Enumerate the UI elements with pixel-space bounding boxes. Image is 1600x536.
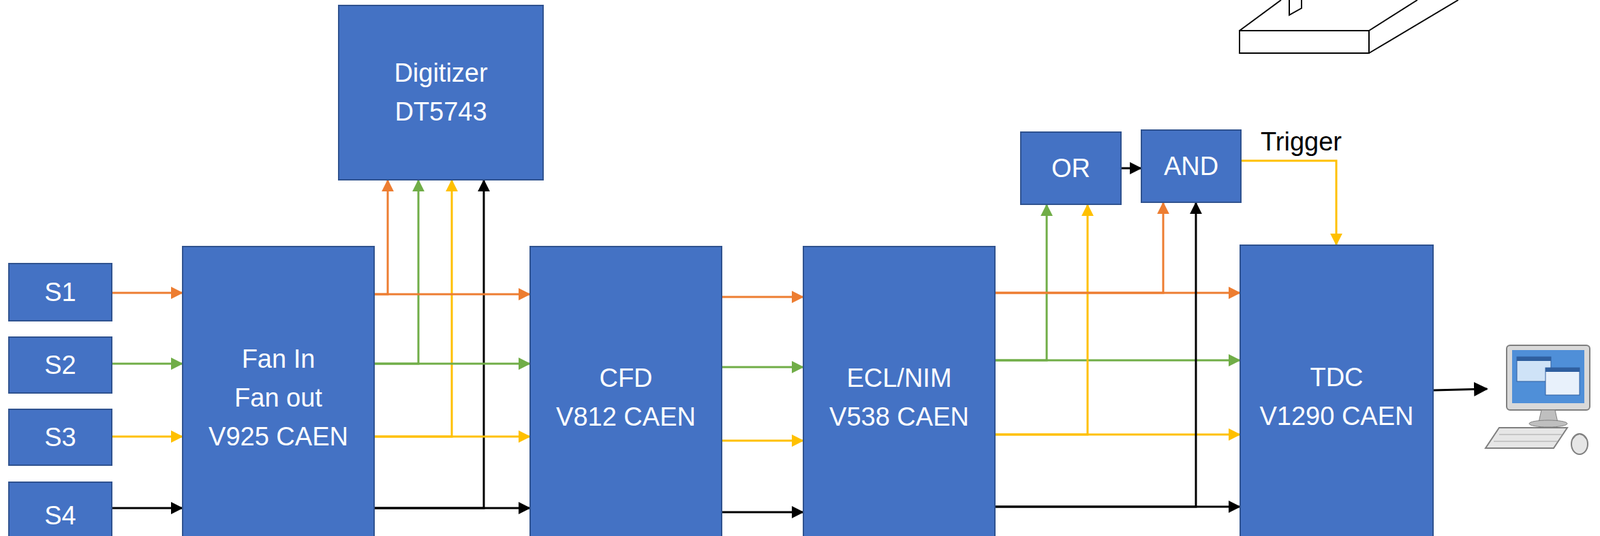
model-label: V925 CAEN bbox=[208, 417, 349, 457]
box-title: AND bbox=[1163, 147, 1219, 187]
signal-line bbox=[722, 440, 803, 443]
converter-module: ECL/NIMV538 CAEN bbox=[802, 245, 996, 536]
box-title: S2 bbox=[44, 346, 76, 386]
signal-line bbox=[722, 366, 803, 369]
logic-gate: OR bbox=[1020, 131, 1122, 206]
box-title: Fan In Fan out bbox=[220, 340, 337, 418]
source-box: S3 bbox=[8, 408, 113, 467]
signal-line bbox=[374, 180, 484, 509]
signal-line bbox=[112, 436, 182, 439]
signal-line bbox=[112, 507, 182, 510]
digitizer-box: DigitizerDT5743 bbox=[337, 4, 544, 181]
signal-line bbox=[374, 180, 419, 364]
pc-link bbox=[1433, 389, 1487, 391]
signal-line bbox=[995, 205, 1047, 361]
signal-line bbox=[995, 205, 1088, 435]
model-label: DT5743 bbox=[394, 92, 487, 132]
signal-line bbox=[1241, 160, 1337, 245]
signal-line bbox=[995, 203, 1164, 294]
signal-line bbox=[374, 293, 530, 296]
signal-line bbox=[374, 436, 530, 439]
signal-line bbox=[995, 203, 1196, 507]
model-label: V538 CAEN bbox=[829, 397, 969, 437]
signal-line bbox=[112, 292, 182, 295]
sample-slab bbox=[1239, 0, 1459, 54]
cfd-module: CFDV812 CAEN bbox=[529, 245, 723, 536]
signal-line bbox=[722, 511, 803, 514]
source-box: S1 bbox=[8, 263, 113, 322]
signal-line bbox=[374, 180, 388, 295]
tdc-module: TDCV1290 CAEN bbox=[1239, 244, 1434, 536]
source-box: S2 bbox=[8, 336, 113, 394]
signal-name: Trigger bbox=[1257, 127, 1345, 157]
signal-line bbox=[374, 507, 530, 510]
model-label: V812 CAEN bbox=[556, 397, 696, 437]
signal-line bbox=[112, 363, 182, 366]
box-title: ECL/NIM bbox=[846, 359, 952, 398]
box-title: CFD bbox=[598, 359, 653, 398]
signal-line bbox=[374, 180, 452, 437]
source-box: S4 bbox=[8, 481, 113, 536]
box-title: TDC bbox=[1309, 358, 1363, 398]
signal-line bbox=[722, 296, 803, 299]
model-label: V1290 CAEN bbox=[1259, 397, 1414, 437]
computer-icon bbox=[1485, 345, 1590, 455]
fan-module: Fan In Fan outV925 CAEN bbox=[181, 245, 375, 536]
signal-line bbox=[1121, 167, 1141, 170]
box-title: Digitizer bbox=[393, 53, 488, 93]
box-title: S3 bbox=[44, 418, 76, 458]
box-title: S1 bbox=[44, 273, 76, 313]
logic-gate: AND bbox=[1140, 129, 1242, 204]
signal-line bbox=[374, 363, 530, 366]
box-title: S4 bbox=[44, 496, 76, 536]
box-title: OR bbox=[1051, 149, 1091, 189]
